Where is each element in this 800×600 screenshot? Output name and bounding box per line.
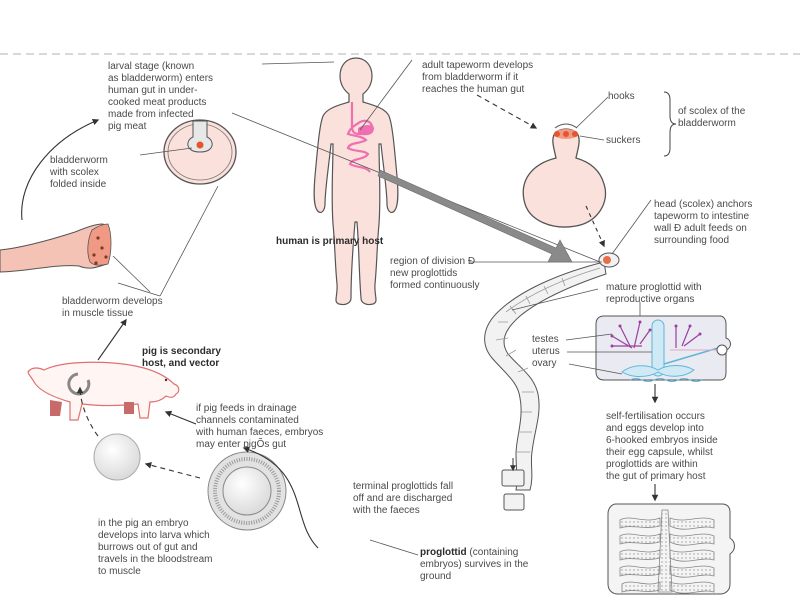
arrow-proglottid-to-pig-gut [242, 446, 319, 549]
pig-illustration [27, 361, 180, 421]
bladderworm-scolex-illustration [522, 123, 607, 228]
embryo-ball [93, 433, 141, 481]
bladderworm-folded-illustration [163, 119, 237, 185]
arrow-capsule-to-embryo [144, 462, 201, 479]
egg-capsule [207, 451, 287, 531]
label-proglottid-ground: proglottid (containing embryos) survives… [420, 547, 528, 583]
label-proglottid-rest: (containing embryos) survives in the gro… [420, 547, 529, 582]
label-bladderworm-muscle: bladderworm develops in muscle tissue [62, 296, 163, 319]
label-region-division: region of division Đ new proglottids for… [390, 256, 480, 291]
arrow-ground-to-pig [164, 410, 197, 425]
arrow-bladderworm-to-adult [476, 94, 538, 129]
terminal-proglottid [501, 469, 525, 487]
label-pig-host: pig is secondary host, and vector [142, 346, 221, 369]
label-suckers: suckers [606, 135, 641, 146]
scolex-dot [196, 141, 204, 149]
human-figure [313, 57, 399, 306]
label-testes: testes [532, 334, 559, 345]
label-bladderworm-scolex: bladderworm with scolex folded inside [50, 155, 108, 190]
arrow-muscle-to-human [21, 118, 100, 221]
scolex-brace [663, 91, 677, 157]
label-embryo-larva: in the pig an embryo develops into larva… [98, 518, 213, 577]
label-adult-develops: adult tapeworm develops from bladderworm… [422, 60, 534, 95]
pig-muscle-tissue-illustration [0, 223, 112, 273]
label-head-anchors: head (scolex) anchors tapeworm to intest… [654, 199, 753, 246]
tapeworm-body [484, 261, 607, 511]
label-self-fertilisation: self-fertilisation occurs and eggs devel… [606, 411, 718, 482]
label-terminal-proglottids: terminal proglottids fall off and are di… [353, 481, 454, 516]
arrow-pig-to-muscle [97, 318, 127, 361]
label-uterus: uterus [532, 346, 560, 357]
tapeworm-scolex [598, 252, 620, 268]
pig-gut-coil [67, 372, 91, 396]
arrow-embryo-to-pig [76, 386, 99, 437]
label-pig-feeds: if pig feeds in drainage channels contam… [196, 403, 324, 450]
leader-lines [112, 59, 652, 556]
big-gray-arrow [377, 169, 573, 263]
label-human-host: human is primary host [276, 236, 384, 247]
label-proglottid-bold: proglottid [420, 547, 467, 558]
label-larval-stage: larval stage (known as bladderworm) ente… [108, 61, 214, 132]
terminal-proglottid [503, 493, 525, 511]
label-of-scolex: of scolex of the bladderworm [678, 106, 746, 129]
cycle-arrows [21, 94, 659, 549]
gravid-proglottid-illustration [607, 503, 735, 595]
label-mature-proglottid: mature proglottid with reproductive orga… [606, 282, 702, 305]
label-hooks: hooks [608, 91, 635, 102]
label-ovary: ovary [532, 358, 557, 369]
mature-proglottid-illustration [595, 315, 731, 382]
